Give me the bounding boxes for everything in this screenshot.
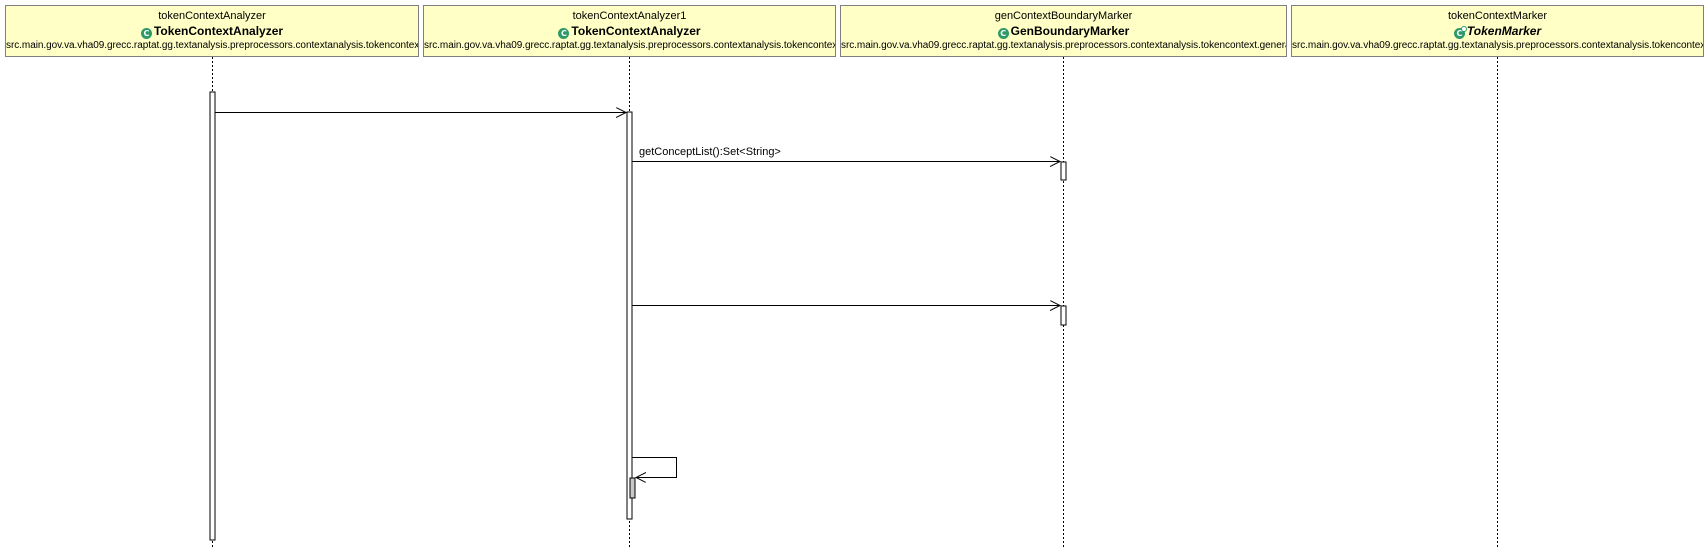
lifeline-package: src.main.gov.va.vha09.grecc.raptat.gg.te… (6, 40, 419, 51)
activation-bar[interactable] (626, 111, 633, 520)
lifeline-instance-name: tokenContextAnalyzer (158, 10, 266, 22)
abstract-class-icon: C (1453, 26, 1467, 39)
lifeline-class-name: GenBoundaryMarker (1010, 24, 1130, 38)
lifeline-package: src.main.gov.va.vha09.grecc.raptat.gg.te… (424, 40, 836, 51)
lifeline-class-name: TokenContextAnalyzer (571, 24, 701, 38)
lifeline-package: src.main.gov.va.vha09.grecc.raptat.gg.te… (1292, 40, 1704, 51)
activation-bar[interactable] (1060, 161, 1067, 181)
lifeline-instance-name: tokenContextAnalyzer1 (572, 10, 687, 22)
activation-bar[interactable] (209, 91, 216, 541)
class-icon: C (997, 28, 1009, 39)
class-icon: C (558, 28, 570, 39)
lifeline-instance-name: genContextBoundaryMarker (994, 10, 1133, 22)
lifeline-class-name: TokenMarker (1466, 24, 1542, 38)
self-call-arrow[interactable] (632, 457, 677, 478)
activation-bar[interactable] (1060, 305, 1067, 326)
lifeline-package: src.main.gov.va.vha09.grecc.raptat.gg.te… (841, 40, 1287, 51)
lifeline-instance-name: tokenContextMarker (1447, 10, 1548, 22)
class-icon: C (140, 28, 152, 39)
lifeline-class-name: TokenContextAnalyzer (153, 24, 284, 38)
self-call-activation-bar[interactable] (629, 477, 636, 499)
message-label: getConceptList():Set<String> (639, 146, 781, 158)
